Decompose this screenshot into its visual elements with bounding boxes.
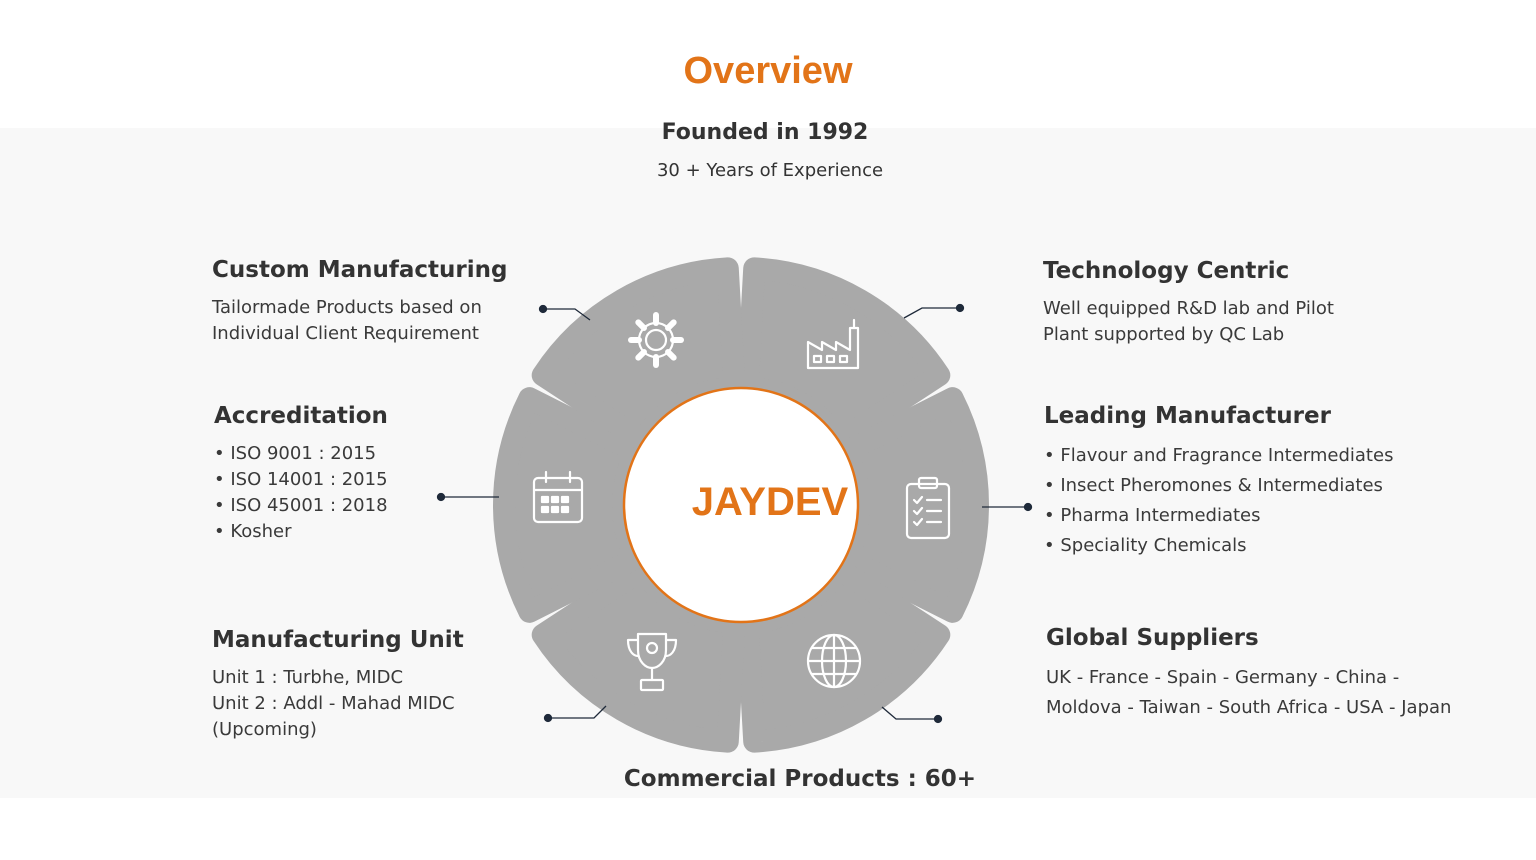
gear-tooth [665, 319, 677, 331]
commercial-products-label: Commercial Products : [623, 766, 917, 792]
accreditation-item: • ISO 14001 : 2015 [214, 469, 388, 490]
leading-manufacturer-title: Leading Manufacturer [1044, 403, 1331, 429]
manufacturing-unit-line: Unit 1 : Turbhe, MIDC [212, 667, 404, 688]
accreditation-title: Accreditation [214, 403, 388, 429]
leading-manufacturer-block: Leading Manufacturer • Flavour and Fragr… [1044, 403, 1393, 561]
factory-icon [806, 318, 860, 370]
calendar-icon [532, 470, 584, 524]
custom-manufacturing-title: Custom Manufacturing [212, 257, 508, 283]
leading-manufacturer-item: • Speciality Chemicals [1044, 535, 1247, 556]
accreditation-item: • ISO 45001 : 2018 [214, 495, 388, 516]
commercial-products: Commercial Products : 60+ [600, 766, 1000, 792]
page-title: Overview [683, 50, 853, 92]
connector-accreditation [436, 492, 499, 502]
connector-leading [982, 502, 1033, 512]
founded-heading: Founded in 1992 [661, 120, 869, 145]
connector-global [881, 706, 943, 724]
center-ring [622, 386, 860, 624]
technology-centric-block: Technology Centric Well equipped R&D lab… [1043, 258, 1334, 348]
technology-centric-line: Well equipped R&D lab and Pilot [1043, 298, 1334, 319]
globe-icon [806, 633, 862, 689]
global-suppliers-block: Global Suppliers UK - France - Spain - G… [1046, 625, 1451, 723]
experience-text: 30 + Years of Experience [656, 160, 884, 181]
clipboard-icon [905, 476, 951, 540]
commercial-products-value: 60+ [924, 766, 977, 792]
accreditation-item: • Kosher [214, 521, 292, 542]
accreditation-block: Accreditation • ISO 9001 : 2015 • ISO 14… [214, 403, 388, 545]
leading-manufacturer-item: • Flavour and Fragrance Intermediates [1044, 445, 1394, 466]
gear-icon [628, 312, 684, 368]
technology-centric-line: Plant supported by QC Lab [1043, 324, 1285, 345]
connector-tech [903, 303, 965, 319]
technology-centric-title: Technology Centric [1043, 258, 1290, 284]
manufacturing-unit-line: Unit 2 : Addl - Mahad MIDC [212, 693, 455, 714]
center-label: JAYDEV [691, 480, 849, 524]
connectors [436, 303, 1033, 724]
gear-tooth [635, 319, 647, 331]
connector-custom [538, 304, 591, 321]
gear-tooth [665, 349, 677, 361]
manufacturing-unit-block: Manufacturing Unit Unit 1 : Turbhe, MIDC… [212, 627, 464, 743]
connector-unit [543, 705, 607, 723]
gear-tooth [635, 349, 647, 361]
global-suppliers-line: UK - France - Spain - Germany - China - [1046, 667, 1400, 688]
manufacturing-unit-line: (Upcoming) [212, 719, 317, 740]
custom-manufacturing-line: Tailormade Products based on [212, 297, 482, 318]
custom-manufacturing-line: Individual Client Requirement [212, 323, 479, 344]
manufacturing-unit-title: Manufacturing Unit [212, 627, 464, 653]
leading-manufacturer-item: • Pharma Intermediates [1044, 505, 1261, 526]
custom-manufacturing-block: Custom Manufacturing Tailormade Products… [212, 257, 507, 347]
accreditation-item: • ISO 9001 : 2015 [214, 443, 377, 464]
trophy-icon [626, 632, 678, 692]
leading-manufacturer-item: • Insect Pheromones & Intermediates [1044, 475, 1383, 496]
global-suppliers-title: Global Suppliers [1046, 625, 1259, 651]
global-suppliers-line: Moldova - Taiwan - South Africa - USA - … [1046, 697, 1452, 718]
